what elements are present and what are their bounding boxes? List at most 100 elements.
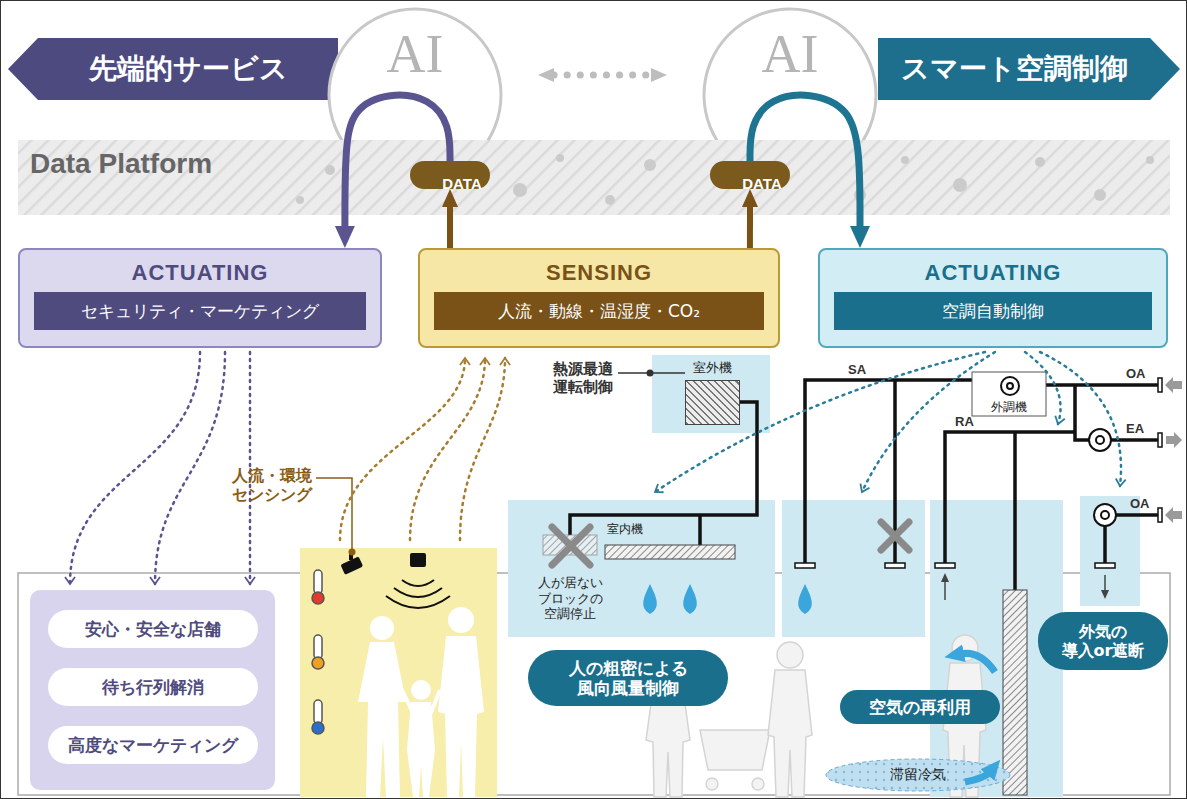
- hvac-banner: スマート空調制御: [878, 38, 1180, 100]
- data-platform-hatch: [513, 183, 527, 197]
- air-duct: [1116, 513, 1158, 517]
- node-text: 外気の 導入or遮断: [1062, 622, 1145, 660]
- leader-line: [316, 478, 352, 552]
- thermometer-icon: [314, 570, 322, 594]
- camera-icon: [340, 553, 450, 608]
- outlet: [1095, 563, 1115, 568]
- air-drop: [683, 584, 697, 614]
- service-banner: 先端的サービス: [8, 38, 338, 100]
- annotation-label: 熱源最適 運転制御: [553, 360, 613, 396]
- air-duct: [1103, 526, 1107, 563]
- outlet: [1158, 378, 1162, 392]
- air-handling-unit: [972, 372, 1046, 416]
- control-pill: 外気の 導入or遮断: [1038, 612, 1168, 670]
- thermometer-icon: [312, 657, 324, 669]
- node-text: 空気の再利用: [869, 697, 971, 717]
- data-platform-hatch: [605, 195, 615, 205]
- node-text: 待ち行列解消: [102, 677, 204, 697]
- annotation-label: SA: [848, 362, 866, 377]
- data-platform-band: DATADATAData Platform: [18, 140, 1170, 215]
- thermometer-icon: [314, 700, 322, 724]
- family-silhouette: [438, 636, 484, 797]
- outdoor-unit: 室外機: [685, 380, 740, 425]
- flow-arrow: [1165, 377, 1182, 523]
- data-platform-hatch: [556, 154, 564, 162]
- flow-arrow: [1165, 507, 1182, 523]
- shopper-silhouette: [700, 730, 770, 770]
- data-platform-hatch: [1094, 189, 1106, 201]
- data-platform-hatch: [1146, 156, 1154, 164]
- air-duct: [1075, 385, 1089, 440]
- camera-icon: [386, 580, 450, 608]
- fan-symbol: [1089, 429, 1111, 451]
- reuse-arrow: [960, 653, 995, 672]
- annotation-label: 人流・環境 センシング: [232, 466, 312, 504]
- return-duct: [1003, 590, 1027, 795]
- annotation-label: OA: [1126, 366, 1146, 381]
- data-platform-hatch: [18, 140, 1170, 215]
- outlet: [795, 563, 815, 568]
- label-holder: 滞留冷気: [890, 766, 946, 783]
- outlet: [935, 563, 955, 568]
- connector-arrow: [747, 207, 753, 248]
- service-pill: 待ち行列解消: [48, 668, 258, 706]
- control-link: [460, 358, 505, 540]
- connector-arrow: [750, 95, 860, 226]
- annotation-label: EA: [1126, 421, 1144, 436]
- label-holder: OA: [1126, 366, 1146, 381]
- sensing-area: [300, 548, 497, 797]
- node-subtext: セキュリティ・マーケティング: [34, 292, 366, 330]
- data-platform-hatch: [18, 140, 1170, 215]
- outlet: [1158, 508, 1162, 522]
- label-holder: 人が居ない ブロックの 空調停止: [538, 575, 603, 622]
- thermometer-icon: [312, 570, 324, 734]
- arrow-banner-shape: [8, 38, 338, 100]
- node-text: AI: [702, 27, 878, 81]
- connector-arrow: [554, 71, 651, 78]
- arrow-banner-shape: [878, 38, 1180, 100]
- leader-dot: [647, 370, 654, 377]
- fan-symbol: [1007, 383, 1013, 389]
- thermometer-icon: [312, 592, 324, 604]
- fan-symbol: [1096, 436, 1104, 444]
- hvac-zone: [508, 500, 775, 637]
- shopper-silhouette: [768, 670, 812, 797]
- control-link: [1040, 352, 1121, 486]
- family-silhouette: [358, 642, 406, 797]
- outlet: [885, 563, 905, 568]
- hvac-zone: [1080, 496, 1140, 606]
- shopper-silhouette: [777, 642, 803, 668]
- family-silhouette: [407, 702, 435, 797]
- family-silhouette: [402, 690, 440, 715]
- label-holder: SA: [848, 362, 866, 377]
- label-holder: RA: [955, 414, 974, 429]
- camera-icon: [410, 553, 426, 567]
- label-holder: 熱源最適 運転制御: [553, 360, 613, 396]
- air-drop: [798, 584, 812, 614]
- service-pill: 高度なマーケティング: [48, 726, 258, 764]
- control-link: [340, 358, 465, 540]
- node-text: 高度なマーケティング: [68, 735, 238, 755]
- stop-mark: [552, 527, 590, 565]
- control-link: [1025, 352, 1061, 424]
- air-arrow: [944, 580, 946, 600]
- shopper-silhouette: [706, 778, 718, 790]
- air-handling-unit: 外調機: [972, 372, 1046, 416]
- node-text: DATA: [742, 175, 781, 192]
- node-text: Data Platform: [30, 148, 212, 180]
- node-subtext: 人流・動線・温湿度・CO₂: [434, 292, 764, 330]
- control-link: [410, 358, 485, 540]
- data-platform-hatch: [296, 196, 304, 204]
- control-link: [155, 352, 225, 584]
- node-text: 室外機: [686, 360, 739, 376]
- stop-mark: [552, 522, 909, 565]
- outlet: [795, 378, 1162, 568]
- air-duct: [1046, 383, 1158, 387]
- node-text: SENSING: [546, 260, 652, 286]
- stagnant-air: [826, 759, 1010, 791]
- shopper-silhouette: [752, 778, 764, 790]
- node-text: スマート空調制御: [901, 50, 1128, 88]
- fan-symbol: [1001, 377, 1019, 395]
